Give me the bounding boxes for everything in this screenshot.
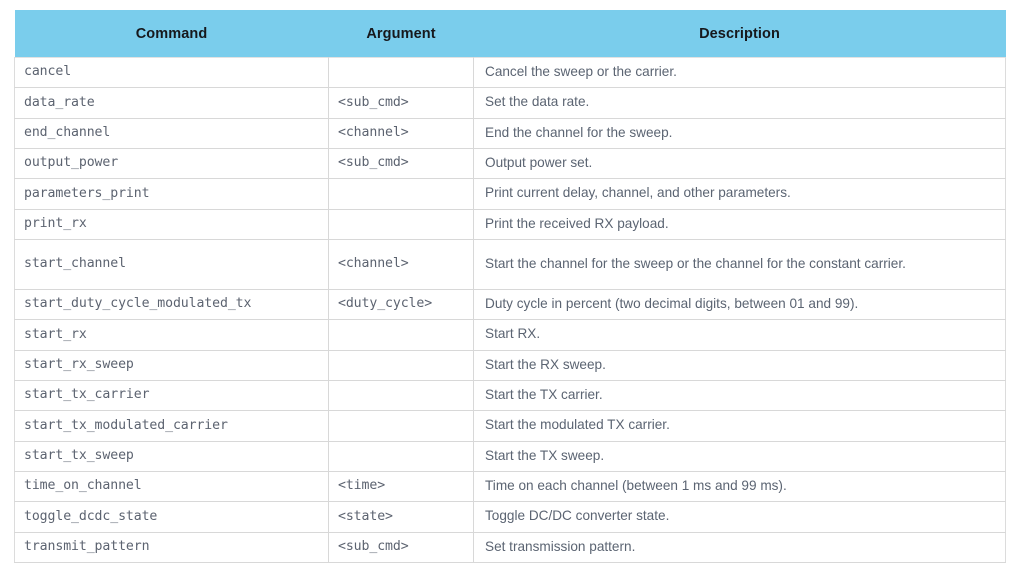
cell-argument: <channel> (328, 239, 474, 291)
cell-argument: <channel> (328, 117, 474, 150)
column-header-command: Command (14, 10, 329, 58)
cell-argument (328, 178, 474, 210)
command-reference-table: Command Argument Description cancel Cance… (14, 10, 1006, 563)
cell-description: Set the data rate. (473, 87, 1006, 119)
column-header-argument: Argument (328, 10, 474, 58)
cell-argument (328, 349, 474, 382)
table-row: start_tx_sweep Start the TX sweep. (14, 440, 1006, 473)
cell-description: Start the channel for the sweep or the c… (473, 239, 1006, 291)
cell-argument (328, 410, 474, 442)
cell-command: toggle_dcdc_state (14, 501, 329, 533)
cell-command: start_tx_sweep (14, 440, 329, 473)
column-header-description: Description (473, 10, 1006, 58)
cell-description: Start the modulated TX carrier. (473, 410, 1006, 442)
cell-argument: <sub_cmd> (328, 531, 474, 563)
cell-argument: <time> (328, 471, 474, 503)
cell-command: start_duty_cycle_modulated_tx (14, 289, 329, 321)
table-row: start_tx_modulated_carrier Start the modu… (14, 410, 1006, 442)
cell-description: Toggle DC/DC converter state. (473, 501, 1006, 533)
table-row: end_channel<channel>End the channel for … (14, 117, 1006, 150)
table-row: cancel Cancel the sweep or the carrier. (14, 56, 1006, 89)
table-row: time_on_channel<time>Time on each channe… (14, 471, 1006, 503)
cell-command: time_on_channel (14, 471, 329, 503)
table-row: output_power<sub_cmd>Output power set. (14, 148, 1006, 180)
cell-argument: <sub_cmd> (328, 87, 474, 119)
cell-description: Start the TX carrier. (473, 380, 1006, 412)
cell-command: start_tx_carrier (14, 380, 329, 412)
cell-command: end_channel (14, 117, 329, 150)
cell-description: Cancel the sweep or the carrier. (473, 56, 1006, 89)
cell-description: Time on each channel (between 1 ms and 9… (473, 471, 1006, 503)
table-row: print_rx Print the received RX payload. (14, 208, 1006, 241)
table-header-row: Command Argument Description (14, 10, 1006, 58)
cell-description: Start the TX sweep. (473, 440, 1006, 473)
cell-description: Print current delay, channel, and other … (473, 178, 1006, 210)
cell-description: Start the RX sweep. (473, 349, 1006, 382)
cell-command: start_channel (14, 239, 329, 291)
table-row: start_tx_carrier Start the TX carrier. (14, 380, 1006, 412)
cell-command: cancel (14, 56, 329, 89)
cell-command: output_power (14, 148, 329, 180)
table-row: start_rx Start RX. (14, 319, 1006, 351)
cell-argument (328, 440, 474, 473)
cell-command: transmit_pattern (14, 531, 329, 563)
cell-command: data_rate (14, 87, 329, 119)
cell-description: Set transmission pattern. (473, 531, 1006, 563)
table-row: transmit_pattern<sub_cmd>Set transmissio… (14, 531, 1006, 563)
cell-description: Output power set. (473, 148, 1006, 180)
cell-command: parameters_print (14, 178, 329, 210)
cell-description: Start RX. (473, 319, 1006, 351)
cell-description: End the channel for the sweep. (473, 117, 1006, 150)
cell-command: start_tx_modulated_carrier (14, 410, 329, 442)
cell-argument: <state> (328, 501, 474, 533)
table-row: toggle_dcdc_state<state>Toggle DC/DC con… (14, 501, 1006, 533)
cell-description: Duty cycle in percent (two decimal digit… (473, 289, 1006, 321)
table-header: Command Argument Description (14, 10, 1006, 58)
cell-argument (328, 208, 474, 241)
cell-argument (328, 319, 474, 351)
cell-command: print_rx (14, 208, 329, 241)
command-reference-table-wrapper: Command Argument Description cancel Cance… (14, 10, 1006, 563)
cell-argument: <duty_cycle> (328, 289, 474, 321)
table-row: data_rate<sub_cmd>Set the data rate. (14, 87, 1006, 119)
cell-command: start_rx (14, 319, 329, 351)
cell-command: start_rx_sweep (14, 349, 329, 382)
table-row: start_duty_cycle_modulated_tx<duty_cycle… (14, 289, 1006, 321)
cell-argument: <sub_cmd> (328, 148, 474, 180)
cell-description: Print the received RX payload. (473, 208, 1006, 241)
table-row: parameters_print Print current delay, cha… (14, 178, 1006, 210)
cell-argument (328, 56, 474, 89)
table-row: start_rx_sweep Start the RX sweep. (14, 349, 1006, 382)
cell-argument (328, 380, 474, 412)
table-row: start_channel<channel>Start the channel … (14, 239, 1006, 291)
